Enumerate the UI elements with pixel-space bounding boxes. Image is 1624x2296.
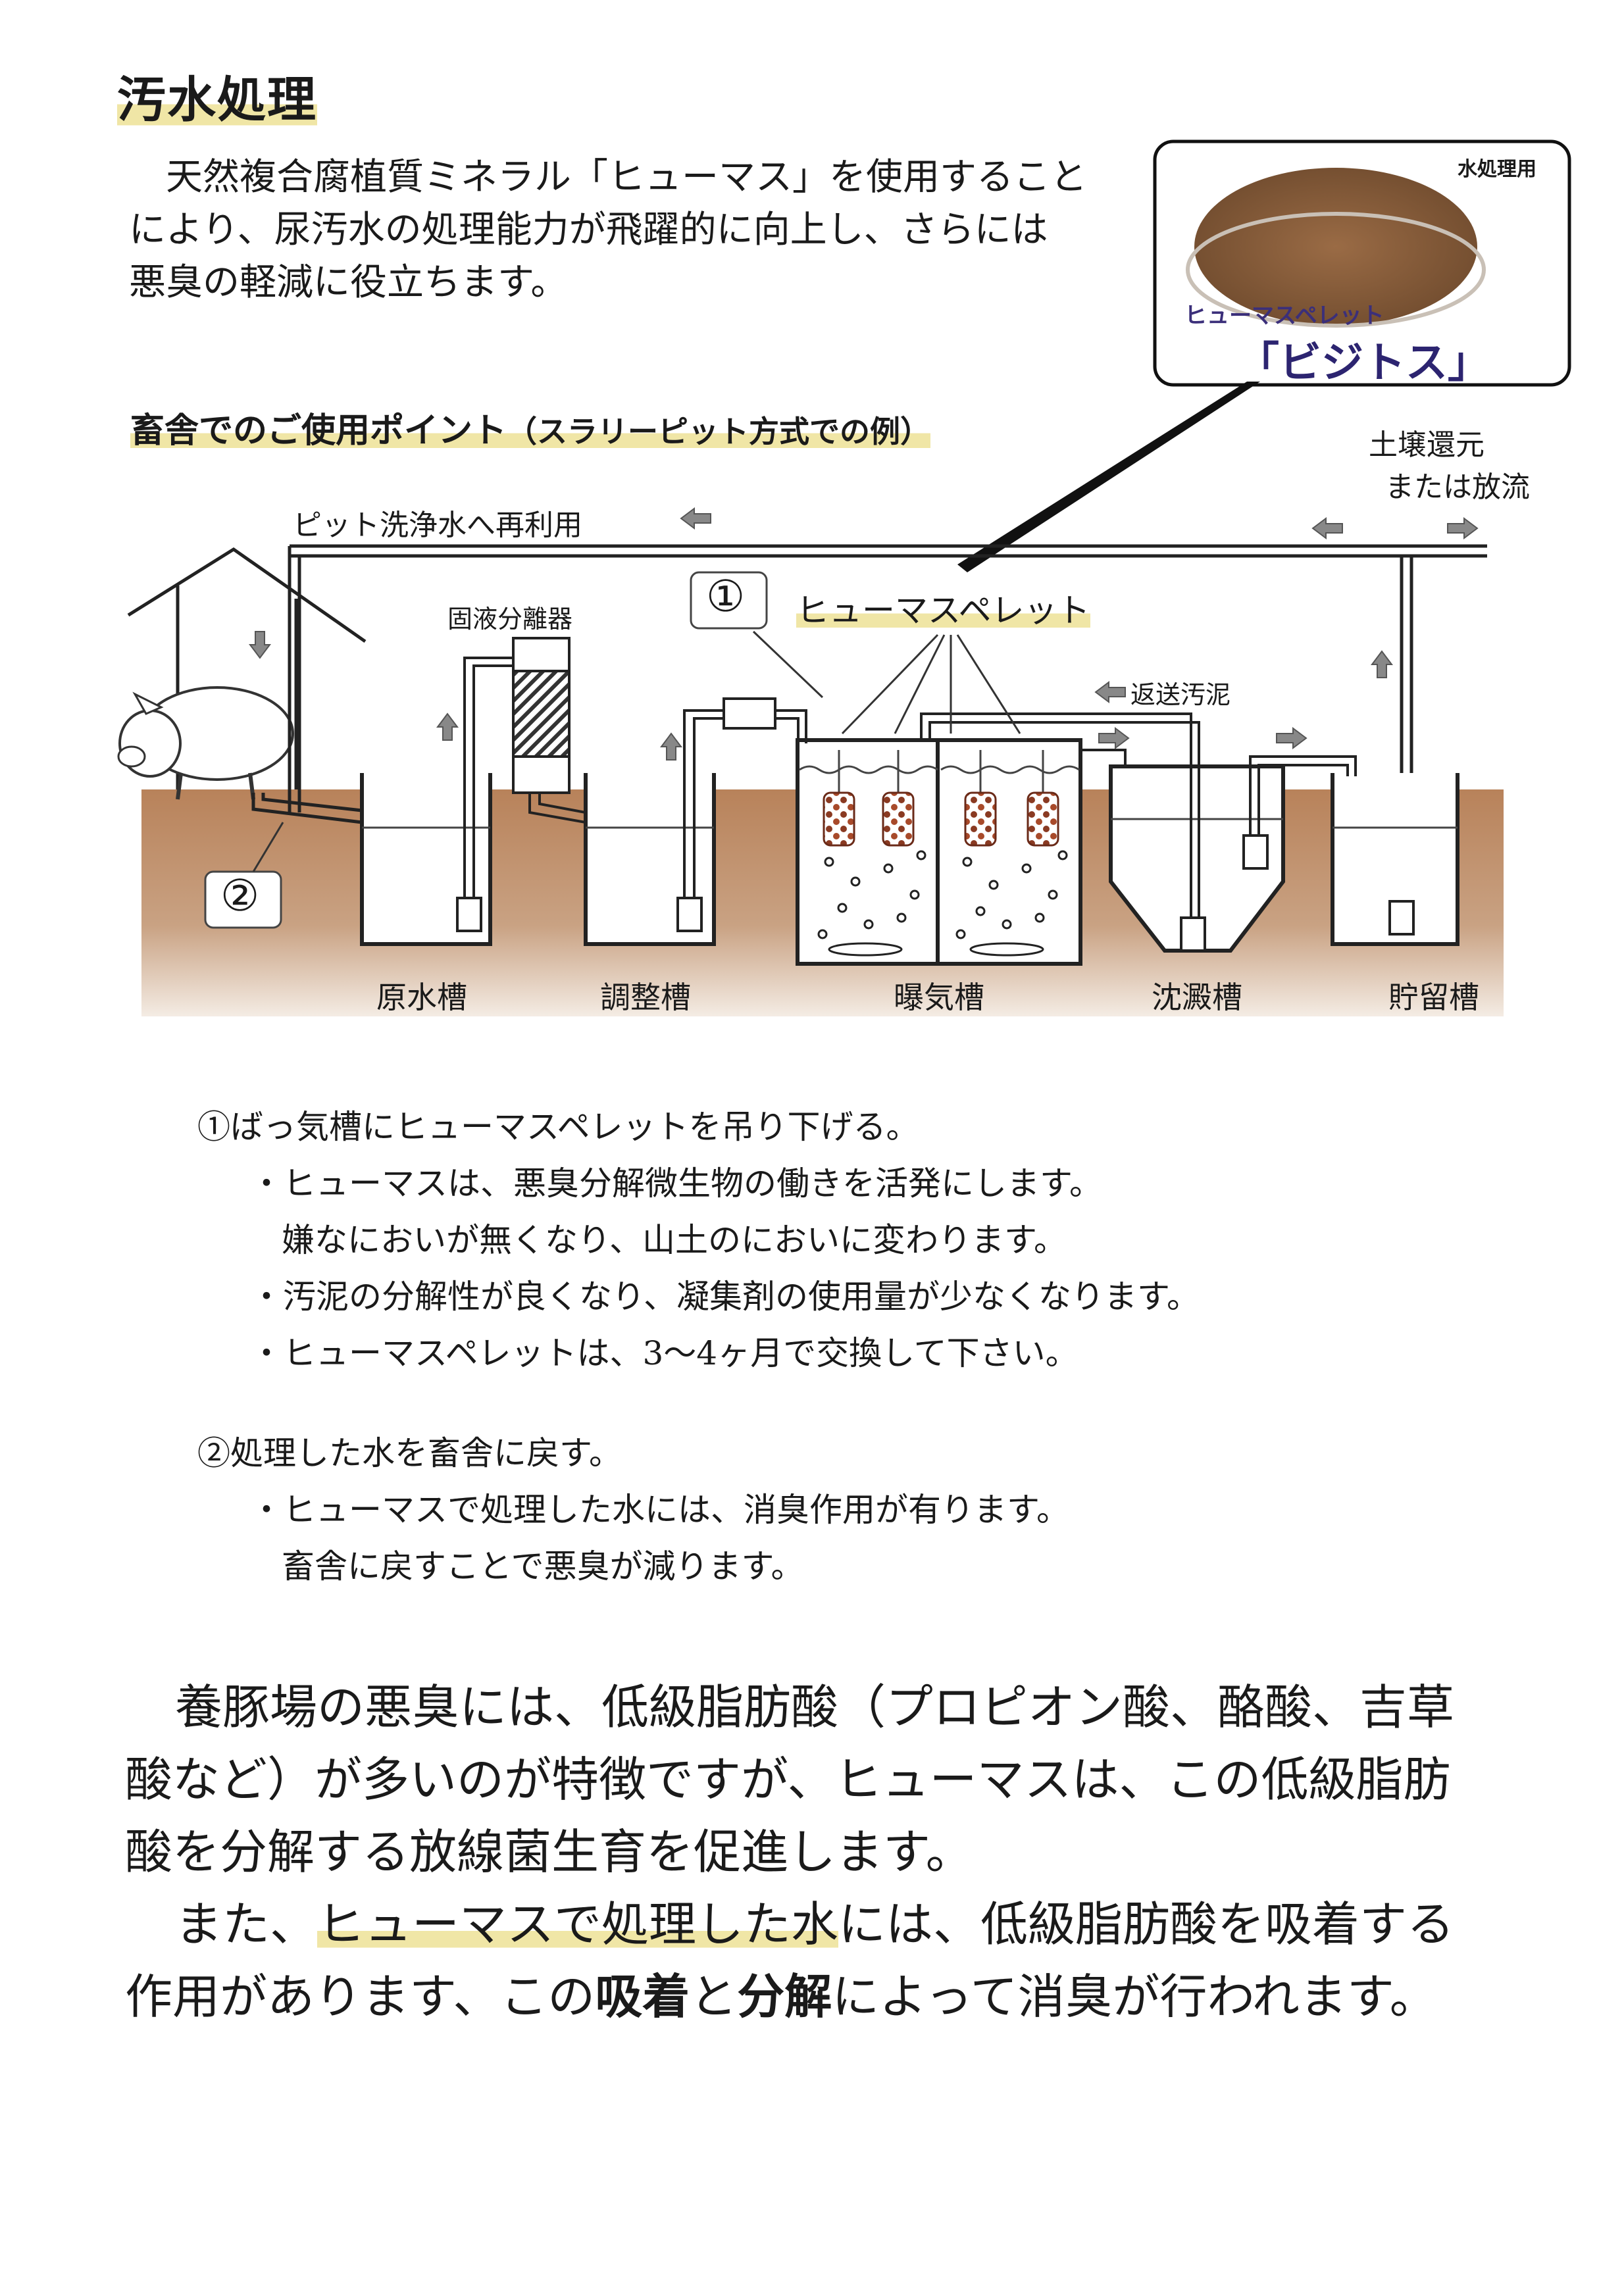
closing-text-part: によって消臭が行われます。 <box>832 1969 1437 2024</box>
barn-outflow <box>251 793 363 824</box>
point-2-title: ②処理した水を畜舎に戻す。 <box>197 1434 622 1472</box>
pellet-label: ヒューマスペレット <box>796 584 1090 632</box>
point-1-bullet: ・汚泥の分解性が良くなり、凝集剤の使用量が少なくなります。 <box>250 1278 1200 1316</box>
section-heading: 畜舎でのご使用ポイント（スラリーピット方式での例） <box>130 403 931 452</box>
aeration-bubbles <box>817 850 1068 957</box>
blower-box <box>723 697 776 730</box>
closing-line: 酸など）が多いのが特徴ですが、ヒューマスは、この低級脂肪 <box>125 1752 1451 1807</box>
reuse-label: ピット洗浄水へ再利用 <box>293 509 582 542</box>
return-pipe <box>288 544 1487 914</box>
marker-2-box <box>204 870 282 929</box>
tank-label-adjustment: 調整槽 <box>600 980 691 1015</box>
solid-liquid-separator <box>512 637 586 824</box>
pellet-pointers <box>752 630 1021 735</box>
closing-line: 作用があります、この吸着と分解によって消臭が行われます。 <box>125 1960 1520 2033</box>
tank-label-settling: 沈澱槽 <box>1152 980 1242 1015</box>
closing-text-part: と <box>690 1969 738 2024</box>
closing-text: 養豚場の悪臭には、低級脂肪酸（プロピオン酸、酪酸、吉草 酸など）が多いのが特徴で… <box>125 1671 1520 2033</box>
closing-line: 酸を分解する放線菌生育を促進します。 <box>125 1824 973 1880</box>
flow-arrows <box>249 507 1479 761</box>
closing-text-part: 作用があります、この <box>125 1969 596 2024</box>
soil-return-label: 土壌還元 <box>1369 428 1484 462</box>
closing-bold: 吸着 <box>595 1969 690 2024</box>
point-2-bullet: ・ヒューマスで処理した水には、消臭作用が有ります。 <box>250 1491 1069 1529</box>
intro-line: 悪臭の軽減に役立ちます。 <box>129 261 568 304</box>
intro-line: 天然複合腐植質ミネラル「ヒューマス」を使用すること <box>166 156 1087 199</box>
point-1-bullet: ・ヒューマスペレットは、3～4ヶ月で交換して下さい。 <box>250 1334 1078 1372</box>
section-title: 畜舎でのご使用ポイント <box>130 411 507 451</box>
marker-1: ① <box>706 571 746 622</box>
section-subtitle: （スラリーピット方式での例） <box>507 414 931 449</box>
separator-label: 固液分離器 <box>447 605 573 634</box>
point-1-title: ①ばっ気槽にヒューマスペレットを吊り下げる。 <box>197 1108 919 1146</box>
product-tag: 水処理用 <box>1458 158 1536 181</box>
intro-paragraph: 天然複合腐植質ミネラル「ヒューマス」を使用すること により、尿汚水の処理能力が飛… <box>129 151 1155 309</box>
point-1-bullet-cont: 嫌なにおいが無くなり、山土のにおいに変わります。 <box>282 1221 1067 1259</box>
pig-icon <box>117 686 294 800</box>
closing-text-part: には、低級脂肪酸を吸着する <box>838 1897 1455 1952</box>
return-sludge-label: 返送汚泥 <box>1130 680 1231 709</box>
closing-text-part: また、 <box>175 1897 318 1952</box>
tank-label-storage: 貯留槽 <box>1388 980 1479 1015</box>
product-callout <box>957 139 1571 572</box>
product-name-small: ヒューマスペレット <box>1184 303 1384 329</box>
closing-bold: 分解 <box>737 1969 832 2024</box>
discharge-label: または放流 <box>1385 470 1530 504</box>
closing-highlight: ヒューマスで処理した水 <box>317 1897 839 1952</box>
intro-line: により、尿汚水の処理能力が飛躍的に向上し、さらには <box>129 209 1048 251</box>
tank-label-raw-water: 原水槽 <box>376 980 467 1015</box>
closing-line: 養豚場の悪臭には、低級脂肪酸（プロピオン酸、酪酸、吉草 <box>175 1680 1455 1735</box>
risers <box>463 657 1357 918</box>
closing-line: また、ヒューマスで処理した水には、低級脂肪酸を吸着する <box>125 1888 1520 1960</box>
marker-2-pointer <box>252 822 284 872</box>
pellet-bags <box>823 750 1059 847</box>
point-1: ①ばっ気槽にヒューマスペレットを吊り下げる。 ・ヒューマスは、悪臭分解微生物の働… <box>197 1099 1200 1382</box>
page-title: 汚水処理 <box>117 61 317 131</box>
marker-1-box <box>690 571 768 630</box>
product-name-large: 「ビジトス」 <box>1237 339 1490 387</box>
point-2: ②処理した水を畜舎に戻す。 ・ヒューマスで処理した水には、消臭作用が有ります。 … <box>197 1425 1069 1595</box>
marker-2: ② <box>220 870 260 921</box>
point-1-bullet: ・ヒューマスは、悪臭分解微生物の働きを活発にします。 <box>250 1164 1102 1203</box>
point-2-bullet-cont: 畜舎に戻すことで悪臭が減ります。 <box>282 1547 804 1585</box>
tank-label-aeration: 曝気槽 <box>894 980 984 1015</box>
water-levels <box>362 765 1458 829</box>
tanks <box>360 738 1459 966</box>
treatment-diagram <box>117 139 1571 1016</box>
pumps <box>456 834 1415 952</box>
